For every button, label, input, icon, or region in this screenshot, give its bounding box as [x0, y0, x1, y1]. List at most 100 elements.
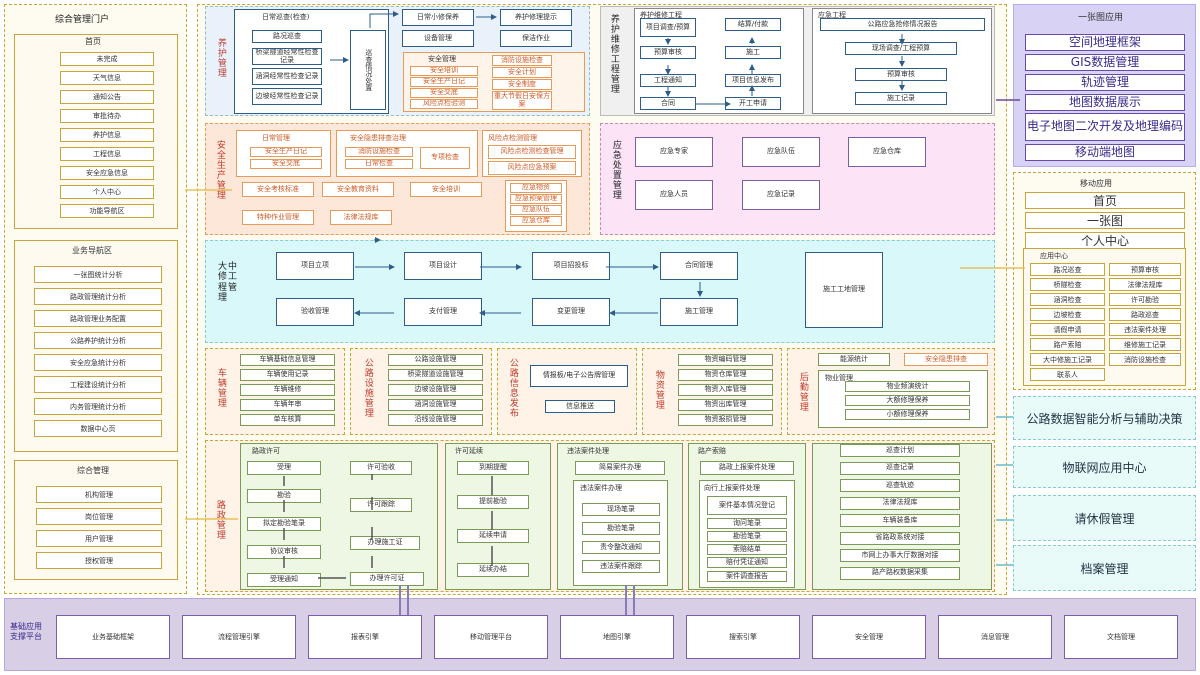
platform-item-2[interactable]: 流程管理引擎 [182, 615, 296, 659]
biz-item-7[interactable]: 内务管理统计分析 [34, 398, 162, 415]
emerg-item-2[interactable]: 应急队伍 [742, 137, 820, 167]
mobile-right-item-5[interactable]: 违法案件处理 [1109, 323, 1181, 336]
mobile-left-item-2[interactable]: 桥隧检查 [1030, 278, 1105, 291]
safety-emer-item-1[interactable]: 应急物资 [510, 183, 562, 193]
permit-left-5[interactable]: 受理通知 [247, 573, 321, 587]
claim-sub-item-3[interactable]: 勘验笔录 [707, 531, 787, 542]
admin-item-1[interactable]: 机构管理 [36, 486, 162, 503]
eng-col3-item-3[interactable]: 预算审核 [855, 68, 947, 81]
platform-item-4[interactable]: 移动管理平台 [434, 615, 548, 659]
safety-row3-item-2[interactable]: 法律法规库 [330, 210, 392, 225]
map-app-item-2[interactable]: GIS数据管理 [1025, 54, 1185, 71]
platform-item-8[interactable]: 消息管理 [938, 615, 1052, 659]
emerg-item-5[interactable]: 应急记录 [742, 180, 820, 210]
major-row1-item-4[interactable]: 合同管理 [660, 252, 738, 280]
safety-emer-item-4[interactable]: 应急仓库 [510, 216, 562, 226]
major-row2-item-2[interactable]: 支付管理 [404, 298, 482, 326]
vehicle-item-5[interactable]: 单车核算 [240, 414, 335, 426]
permit-left-1[interactable]: 受理 [247, 461, 321, 475]
major-row2-item-4[interactable]: 施工管理 [660, 298, 738, 326]
home-item-3[interactable]: 通知公告 [60, 90, 154, 104]
vehicle-item-3[interactable]: 车辆维修 [240, 384, 335, 396]
eng-col1-item-4[interactable]: 合同 [640, 97, 696, 110]
maint-clean[interactable]: 保洁作业 [500, 30, 572, 47]
logistics-mat-item-2[interactable]: 大额修理保养 [845, 395, 970, 406]
platform-item-5[interactable]: 地图引擎 [560, 615, 674, 659]
eng-col2-item-2[interactable]: 施工 [725, 46, 781, 59]
permit-right-3[interactable]: 办理施工证 [350, 536, 420, 550]
material-item-3[interactable]: 物资入库管理 [678, 384, 773, 396]
biz-item-2[interactable]: 路政管理统计分析 [34, 288, 162, 305]
ext-item-3[interactable]: 延续申请 [457, 529, 529, 543]
ext-item-1[interactable]: 到期提醒 [457, 461, 529, 475]
mobile-left-item-7[interactable]: 大中修施工记录 [1030, 353, 1105, 366]
major-row1-item-2[interactable]: 项目设计 [404, 252, 482, 280]
vehicle-item-2[interactable]: 车辆使用记录 [240, 369, 335, 381]
side-app-2[interactable]: 物联网应用中心 [1013, 446, 1196, 488]
maint-daily-item-1[interactable]: 路况巡查 [252, 30, 322, 43]
home-item-6[interactable]: 工程信息 [60, 147, 154, 161]
mobile-left-item-6[interactable]: 路产索赔 [1030, 338, 1105, 351]
map-app-item-1[interactable]: 空间地理框架 [1025, 34, 1185, 51]
safety-hazard-item-2[interactable]: 日常检查 [345, 159, 413, 169]
biz-item-4[interactable]: 公路养护统计分析 [34, 332, 162, 349]
roadfac-item-3[interactable]: 边坡设施管理 [388, 384, 483, 396]
case-sub-item-2[interactable]: 勘验笔录 [582, 522, 660, 535]
maint-safety-left-4[interactable]: 风险点检验测 [410, 99, 478, 109]
roadfac-item-4[interactable]: 涵洞设施管理 [388, 399, 483, 411]
claim-sub-item-6[interactable]: 案件调查报告 [707, 571, 787, 582]
logistics-hazard[interactable]: 安全隐患排查 [904, 353, 988, 366]
safety-row2-item-3[interactable]: 安全培训 [410, 182, 482, 197]
platform-item-3[interactable]: 报表引擎 [308, 615, 422, 659]
eng-col1-item-2[interactable]: 预算审核 [640, 46, 696, 59]
ra-right-item-5[interactable]: 车辆装备库 [840, 514, 960, 527]
eng-col2-item-3[interactable]: 项目信息发布 [725, 74, 781, 87]
mobile-left-item-1[interactable]: 路况巡查 [1030, 263, 1105, 276]
maint-daily-item-4[interactable]: 边坡经常性检查记录 [252, 88, 322, 105]
map-app-item-5[interactable]: 电子地图二次开发及地理编码 [1025, 113, 1185, 141]
logistics-energy[interactable]: 能源统计 [818, 353, 890, 366]
vehicle-item-1[interactable]: 车辆基础信息管理 [240, 354, 335, 366]
eng-col2-item-1[interactable]: 结算/付款 [725, 18, 781, 31]
permit-right-4[interactable]: 办理许可证 [350, 572, 424, 586]
home-item-8[interactable]: 个人中心 [60, 185, 154, 199]
roadfac-item-1[interactable]: 公路设施管理 [388, 354, 483, 366]
ra-right-item-3[interactable]: 巡查轨迹 [840, 479, 960, 492]
permit-left-4[interactable]: 协议审核 [247, 545, 321, 559]
logistics-mat-item-3[interactable]: 小额修理保养 [845, 409, 970, 420]
home-item-4[interactable]: 审批待办 [60, 109, 154, 123]
permit-left-3[interactable]: 拟定勘验笔录 [247, 517, 321, 531]
major-row1-item-1[interactable]: 项目立项 [276, 252, 354, 280]
maint-safety-left-3[interactable]: 安全交底 [410, 88, 478, 98]
case-sub-item-1[interactable]: 现场笔录 [582, 503, 660, 516]
mobile-left-item-4[interactable]: 边坡检查 [1030, 308, 1105, 321]
permit-right-2[interactable]: 许可跟踪 [350, 498, 412, 512]
case-sub-item-4[interactable]: 违法案件跟踪 [582, 560, 660, 573]
maint-safety-left-1[interactable]: 安全培训 [410, 66, 478, 76]
ra-right-item-7[interactable]: 市网上办事大厅数据对接 [840, 549, 960, 562]
mobile-big-item-3[interactable]: 个人中心 [1025, 232, 1185, 249]
maint-equip[interactable]: 设备管理 [402, 30, 474, 47]
emerg-item-4[interactable]: 应急人员 [635, 180, 713, 210]
safety-row3-item-1[interactable]: 特种作业管理 [242, 210, 314, 225]
roadfac-item-5[interactable]: 沿线设施管理 [388, 414, 483, 426]
material-item-4[interactable]: 物资出库管理 [678, 399, 773, 411]
safety-emer-item-2[interactable]: 应急预案管理 [510, 194, 562, 204]
logistics-mat-item-1[interactable]: 物业频演统计 [845, 381, 970, 392]
mobile-right-item-6[interactable]: 维修施工记录 [1109, 338, 1181, 351]
platform-item-7[interactable]: 安全管理 [812, 615, 926, 659]
platform-item-1[interactable]: 业务基础框架 [56, 615, 170, 659]
home-item-9[interactable]: 功能导航区 [60, 204, 154, 218]
mobile-big-item-2[interactable]: 一张图 [1025, 212, 1185, 229]
material-item-1[interactable]: 物资编码管理 [678, 354, 773, 366]
mobile-left-item-8[interactable]: 联系人 [1030, 368, 1105, 381]
eng-col3-item-2[interactable]: 现场调查/工程预算 [845, 42, 957, 55]
ra-right-item-2[interactable]: 巡查记录 [840, 461, 960, 475]
maint-safety-right-1[interactable]: 消防设施检查 [492, 55, 552, 66]
admin-item-2[interactable]: 岗位管理 [36, 508, 162, 525]
major-row2-item-3[interactable]: 变更管理 [532, 298, 610, 326]
safety-row2-item-1[interactable]: 安全考核标准 [242, 182, 314, 197]
platform-item-6[interactable]: 搜索引擎 [686, 615, 800, 659]
ext-item-2[interactable]: 提前勘验 [457, 495, 529, 509]
emerg-item-3[interactable]: 应急仓库 [848, 137, 926, 167]
